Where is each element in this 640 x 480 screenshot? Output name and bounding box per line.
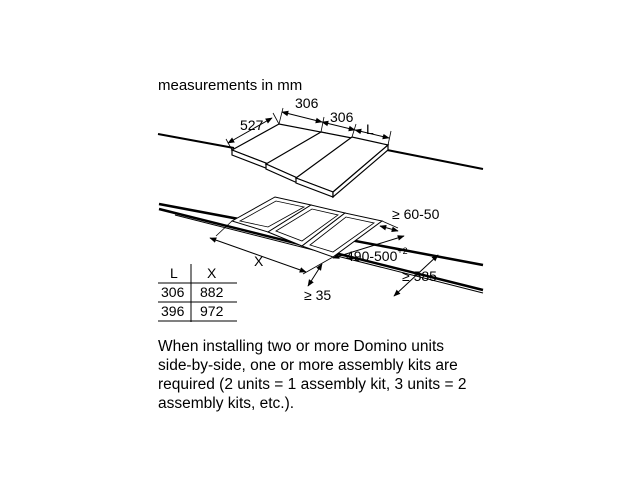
dim-label-width-1: 306	[295, 95, 319, 111]
ext-line	[278, 107, 284, 125]
dim-label-depth: 527	[240, 117, 264, 133]
dim-label-clearance-back: ≥ 60-50	[392, 206, 440, 222]
worktop-top-edge-left	[157, 133, 235, 149]
dim-label-clearance-front: ≥ 35	[304, 287, 331, 303]
dim-line-clearance-back	[379, 224, 399, 233]
dim-label-width-L: L	[366, 121, 374, 137]
cutout-1-inner	[238, 200, 306, 228]
note-line-4: assembly kits, etc.).	[158, 395, 295, 412]
dim-label-worktop-depth: ≥ 585	[402, 268, 437, 284]
ext-line	[320, 116, 325, 133]
installation-note: When installing two or more Domino units…	[158, 337, 518, 413]
table-cell: 396	[161, 303, 185, 319]
hob-units-top: 527 306 306 L	[157, 95, 484, 199]
table-cell: 306	[161, 284, 185, 300]
ext-line	[215, 220, 233, 237]
note-line-3: required (2 units = 1 assembly kit, 3 un…	[158, 376, 467, 393]
dim-label-cutout-depth-tolerance: +2	[397, 246, 407, 256]
dim-label-cutout-depth-value: 490-500	[346, 248, 398, 264]
dim-label-cutout-depth: 490-500+2	[346, 246, 408, 264]
dim-line-worktop-depth	[393, 254, 439, 297]
worktop-cutout: ≥ 60-50 490-500+2 ≥ 585 X ≥ 35	[158, 196, 484, 303]
cutout-3-inner	[309, 216, 375, 253]
table-cell: 882	[200, 284, 224, 300]
table-header-L: L	[170, 265, 178, 281]
dim-line-width-2	[321, 120, 356, 132]
size-table: L X 306 882 396 972	[158, 264, 237, 322]
note-line-1: When installing two or more Domino units	[158, 338, 445, 355]
measurements-heading: measurements in mm	[158, 77, 302, 94]
dim-line-depth	[227, 117, 273, 144]
dim-label-width-2: 306	[330, 109, 354, 125]
ext-line	[225, 138, 233, 151]
worktop-top-edge-right	[381, 148, 484, 170]
hob-unit-3-side	[332, 143, 389, 199]
ext-line	[302, 256, 334, 275]
table-cell: 972	[200, 303, 224, 319]
table-header-X: X	[207, 265, 217, 281]
dim-label-cutout-width: X	[254, 253, 264, 269]
ext-line	[272, 112, 280, 125]
dim-line-cutout-width	[209, 237, 307, 273]
dim-line-clearance-front	[307, 263, 323, 287]
dim-line-width-1	[281, 110, 323, 124]
note-line-2: side-by-side, one or more assembly kits …	[158, 357, 458, 374]
dim-line-width-L	[354, 128, 390, 140]
dim-line-cutout-depth	[332, 235, 405, 259]
